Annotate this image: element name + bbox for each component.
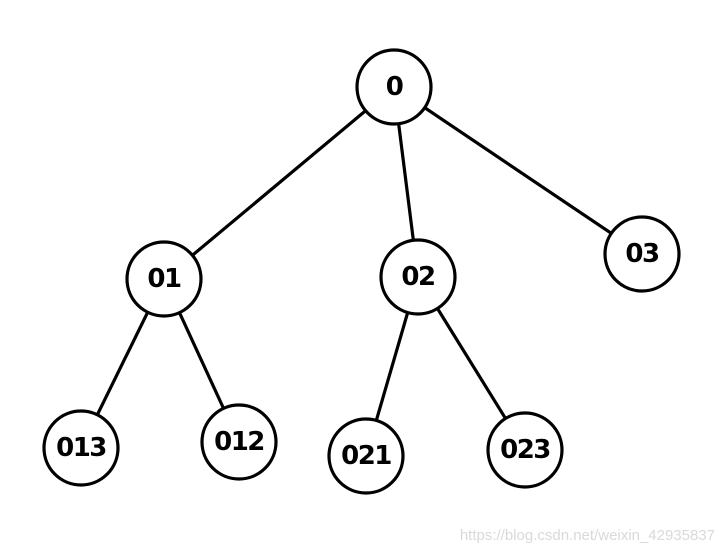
node-circle — [200, 403, 278, 481]
node-label: 0 — [386, 72, 403, 102]
node-circle — [486, 411, 564, 489]
node-circle — [125, 240, 203, 318]
node-circle — [327, 417, 405, 495]
tree-node-0: 0 — [355, 48, 433, 126]
node-label: 02 — [401, 262, 434, 292]
tree-node-013: 013 — [42, 409, 120, 487]
tree-node-03: 03 — [603, 215, 681, 293]
tree-node-01: 01 — [125, 240, 203, 318]
edge-0-01 — [162, 85, 396, 281]
node-label: 012 — [214, 427, 264, 457]
node-label: 01 — [147, 264, 181, 294]
node-circle — [355, 48, 433, 126]
edge-0-03 — [392, 85, 644, 256]
tree-node-012: 012 — [200, 403, 278, 481]
tree-node-023: 023 — [486, 411, 564, 489]
node-circle — [379, 238, 457, 316]
nodes-layer: 0 01 02 03 013 012 021 023 — [42, 48, 681, 495]
node-label: 03 — [625, 239, 659, 269]
watermark-text: https://blog.csdn.net/weixin_42935837 — [459, 527, 715, 544]
tree-node-02: 02 — [379, 238, 457, 316]
tree-node-021: 021 — [327, 417, 405, 495]
node-label: 013 — [56, 433, 106, 463]
node-label: 023 — [500, 435, 550, 465]
node-label: 021 — [341, 441, 391, 471]
node-circle — [42, 409, 120, 487]
node-circle — [603, 215, 681, 293]
